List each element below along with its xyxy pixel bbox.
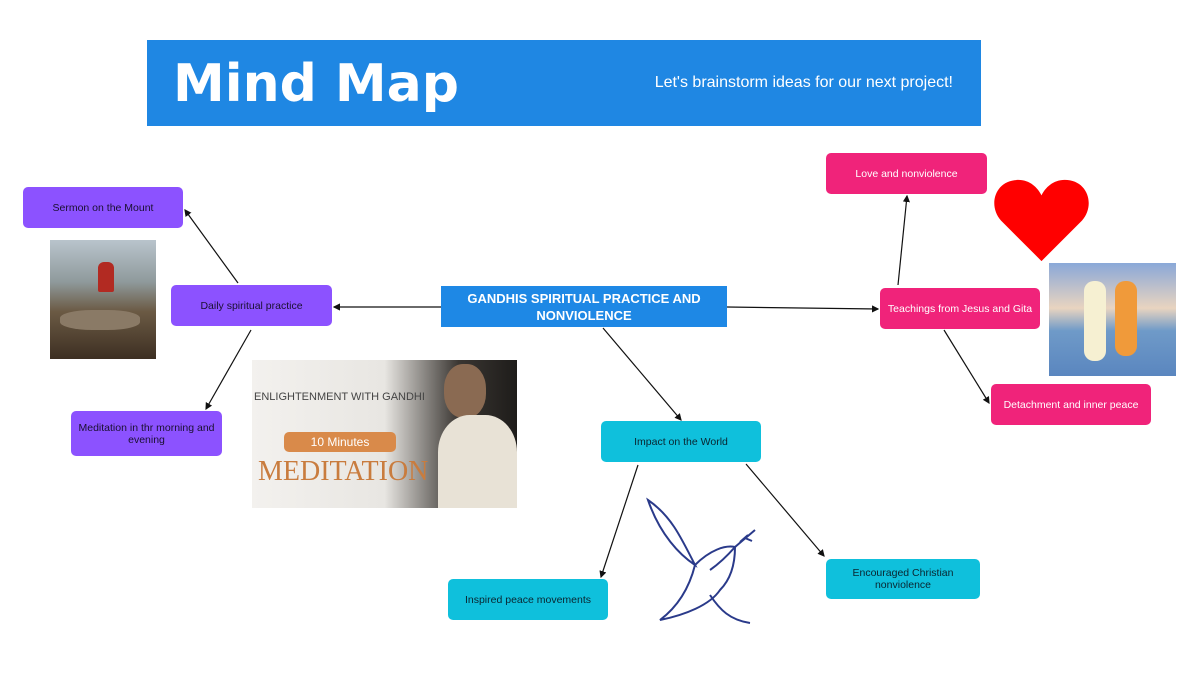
gandhi-robe [438,415,517,508]
arrow-daily-sermon [184,209,239,284]
gandhi-meditation-image: ENLIGHTENMENT WITH GANDHI 10 Minutes MED… [252,360,517,508]
node-love[interactable]: Love and nonviolence [826,153,987,194]
arrow-central-teachings [726,305,880,313]
node-meditation[interactable]: Meditation in thr morning and evening [71,411,222,456]
heart-icon [994,179,1089,262]
arrow-impact-inspired [599,464,639,579]
arrow-impact-encouraged [745,463,825,557]
thumbnail-heading: ENLIGHTENMENT WITH GANDHI [254,391,425,403]
arrow-teachings-detachment [943,329,990,405]
node-daily-practice[interactable]: Daily spiritual practice [171,285,332,326]
node-teachings[interactable]: Teachings from Jesus and Gita [880,288,1040,329]
header-banner: Mind Map Let's brainstorm ideas for our … [147,40,981,126]
rock [60,310,140,330]
thumbnail-title: MEDITATION [258,456,429,487]
krishna-figure [1115,281,1137,356]
arrow-central-impact [602,327,682,421]
node-encouraged[interactable]: Encouraged Christian nonviolence [826,559,980,599]
node-impact[interactable]: Impact on the World [601,421,761,462]
arrow-daily-meditation [205,329,252,411]
dove-icon [646,497,756,624]
node-detachment[interactable]: Detachment and inner peace [991,384,1151,425]
thumbnail-badge: 10 Minutes [284,432,396,452]
jesus-figure [98,262,114,292]
arrow-teachings-love [897,194,910,286]
page-title: Mind Map [173,54,459,114]
jesus-krishna-image [1049,263,1176,376]
jesus-figure [1084,281,1106,361]
node-sermon[interactable]: Sermon on the Mount [23,187,183,228]
page-subtitle: Let's brainstorm ideas for our next proj… [654,74,953,91]
sermon-on-the-mount-image [50,240,156,359]
gandhi-head [444,364,486,418]
central-node[interactable]: GANDHIS SPIRITUAL PRACTICE AND NONVIOLEN… [441,286,727,327]
node-inspired[interactable]: Inspired peace movements [448,579,608,620]
